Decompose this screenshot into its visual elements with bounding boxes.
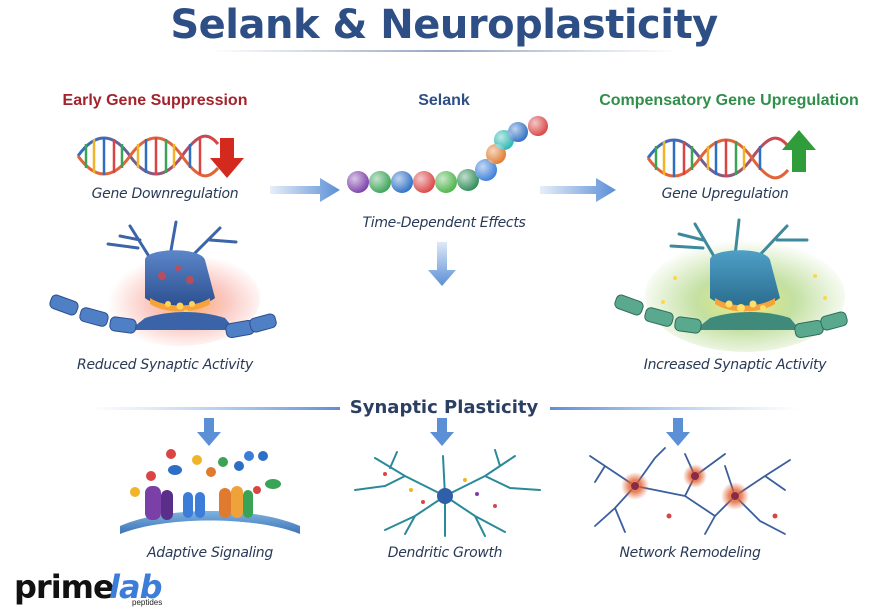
primelab-logo: prime lab peptides — [14, 568, 164, 608]
arrow-down-center-icon — [428, 242, 456, 286]
adaptive-signaling-illustration — [120, 449, 300, 534]
page-title: Selank & Neuroplasticity — [170, 2, 718, 48]
title-underline — [210, 50, 678, 52]
network-remodeling-illustration — [589, 447, 791, 535]
caption-gene-upregulation: Gene Upregulation — [661, 186, 789, 202]
logo-peptides-text: peptides — [132, 598, 163, 607]
caption-dendritic-growth: Dendritic Growth — [387, 545, 503, 561]
synaptic-plasticity-divider — [90, 407, 800, 410]
heading-compensatory-gene-upregulation: Compensatory Gene Upregulation — [599, 92, 859, 109]
heading-early-gene-suppression: Early Gene Suppression — [62, 92, 248, 109]
caption-time-dependent-effects: Time-Dependent Effects — [362, 215, 526, 231]
arrow-right-right-icon — [540, 178, 616, 202]
dna-helix-right-icon — [646, 136, 790, 180]
caption-reduced-synaptic-activity: Reduced Synaptic Activity — [77, 357, 253, 373]
synapse-reduced-illustration — [49, 220, 277, 346]
logo-prime-text: prime — [14, 568, 115, 606]
arrow-down-dendritic-icon — [430, 418, 454, 446]
red-down-arrow-icon — [210, 138, 244, 178]
dna-helix-left-icon — [76, 134, 220, 178]
green-up-arrow-icon — [782, 130, 816, 172]
logo-lab-text: lab — [109, 568, 162, 606]
dendritic-growth-illustration — [354, 449, 541, 537]
selank-peptide-chain-icon — [347, 116, 548, 193]
synaptic-plasticity-label: Synaptic Plasticity — [349, 397, 539, 418]
arrow-down-network-icon — [666, 418, 690, 446]
arrow-down-adaptive-icon — [197, 418, 221, 446]
arrow-right-left-icon — [270, 178, 340, 202]
caption-gene-downregulation: Gene Downregulation — [91, 186, 239, 202]
caption-increased-synaptic-activity: Increased Synaptic Activity — [643, 357, 827, 373]
caption-adaptive-signaling: Adaptive Signaling — [147, 545, 273, 561]
heading-selank: Selank — [418, 92, 470, 109]
synapse-increased-illustration — [614, 218, 848, 352]
caption-network-remodeling: Network Remodeling — [619, 545, 761, 561]
